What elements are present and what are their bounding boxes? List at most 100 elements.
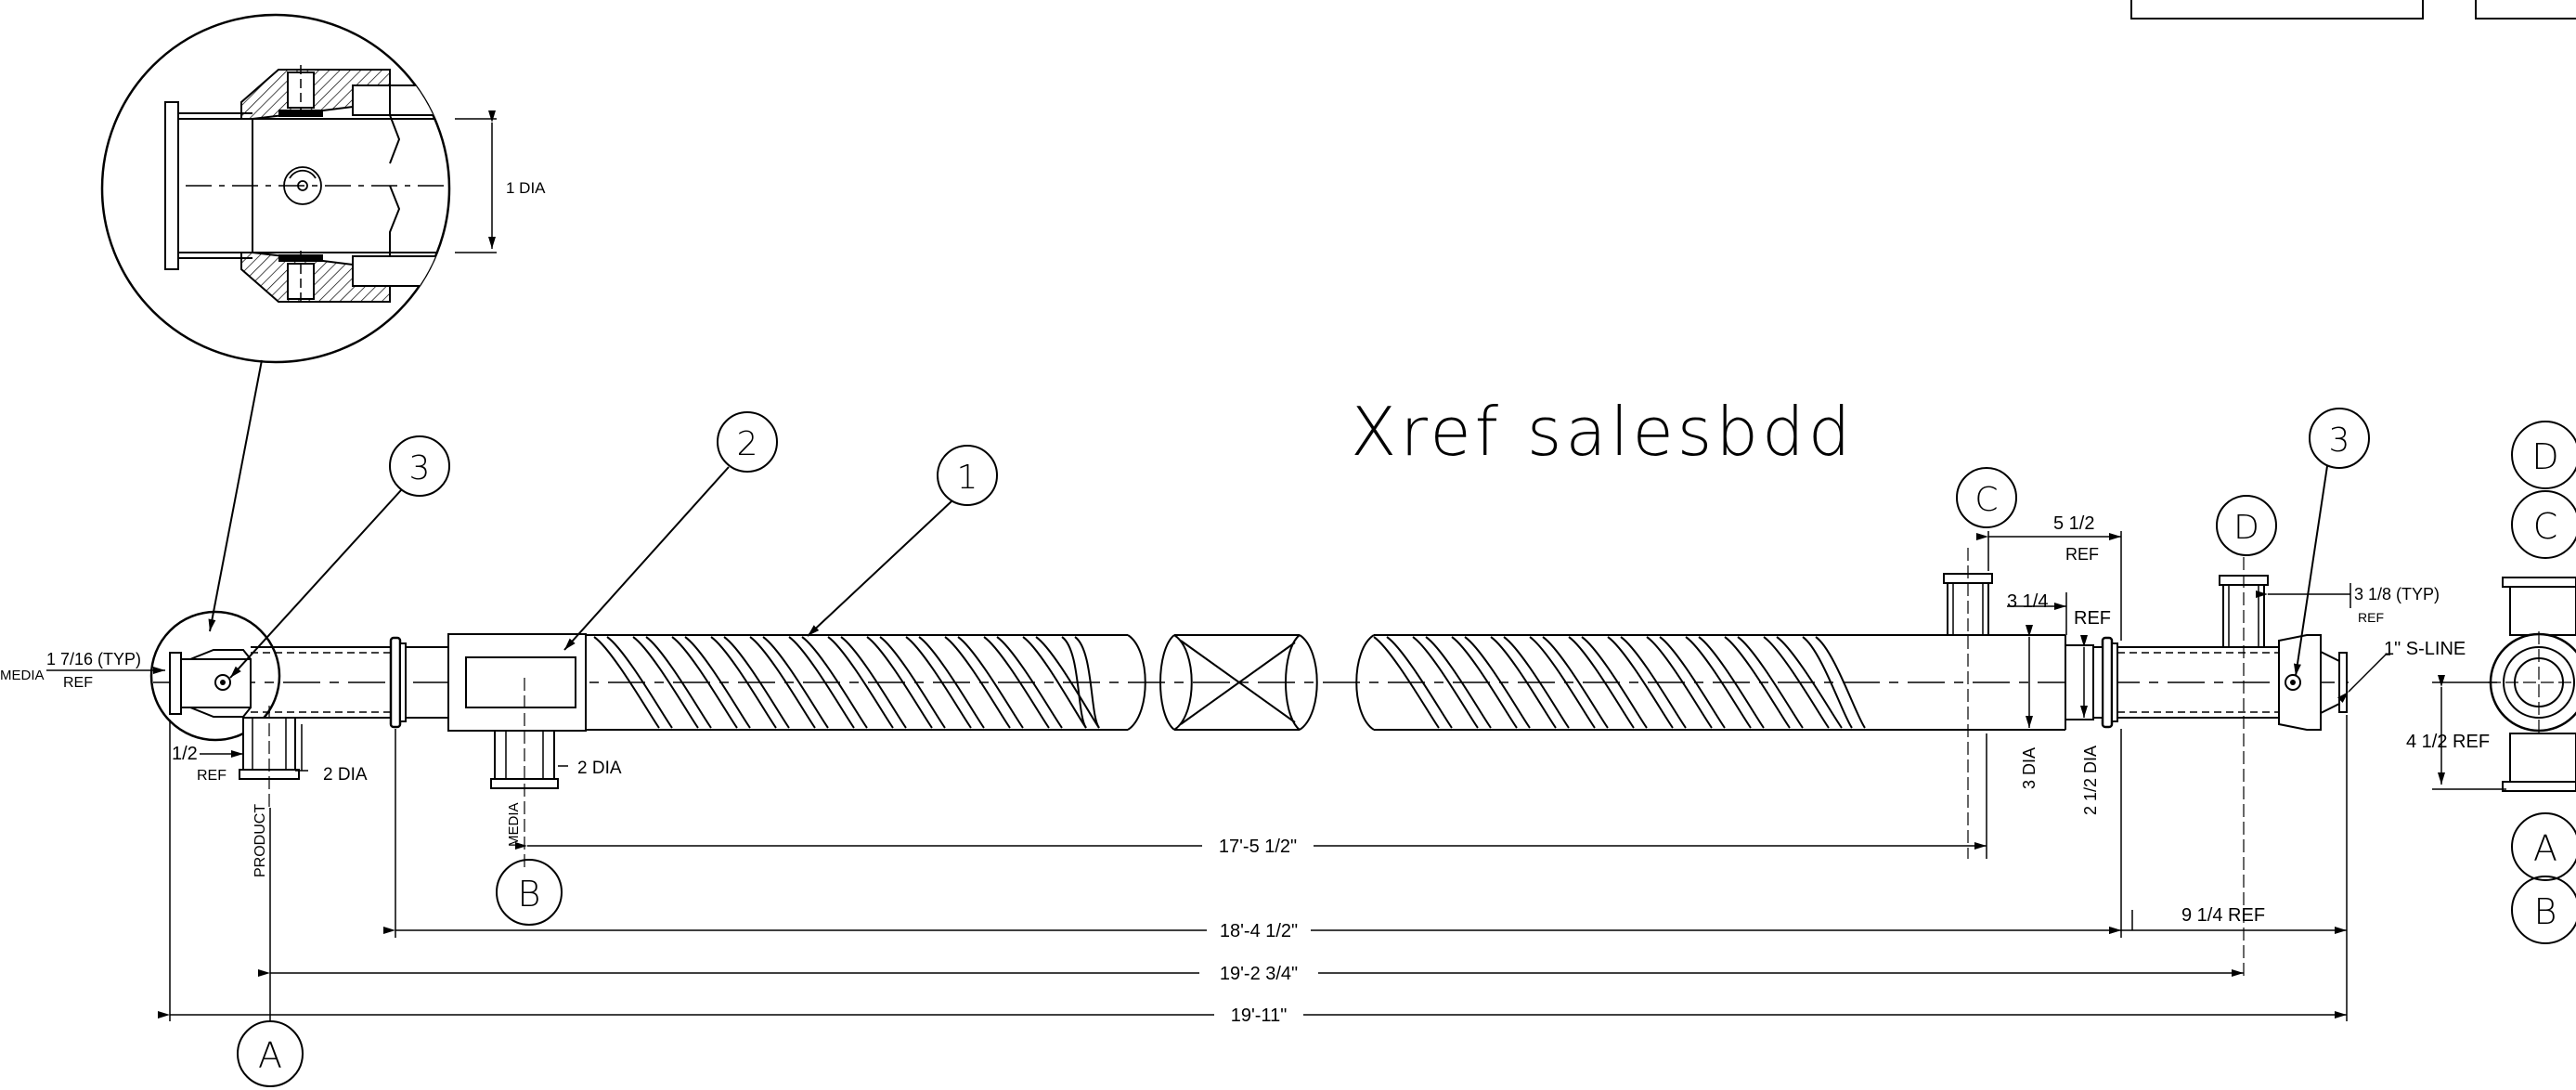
balloon-2: 2: [563, 411, 778, 651]
hose-spiral-wrap: [1802, 636, 1853, 729]
svg-text:1: 1: [957, 459, 978, 497]
hose-spiral-wrap: [801, 636, 868, 729]
hose-spiral-wrap: [905, 636, 972, 729]
detail-circle: [100, 13, 451, 364]
dim-9-1-4-ref: 9 1/4 REF: [2181, 905, 2265, 926]
hose-spiral-wrap: [1607, 636, 1674, 729]
hose-spiral-wrap: [632, 636, 699, 729]
hose-spiral-wrap: [710, 636, 777, 729]
hose-spiral-wrap: [749, 636, 816, 729]
annotations: MEDIA 1 7/16 (TYP) REF 1/2 REF 2 DIA PRO…: [0, 513, 2506, 877]
hose-spiral-wrap: [879, 636, 946, 729]
hose-spiral-wrap: [606, 636, 673, 729]
hose-spiral-wrap: [840, 636, 907, 729]
dim-18-4: 18'-4 1/2": [1220, 921, 1298, 941]
hose-spiral-wrap: [1061, 636, 1087, 729]
hose-spiral-wrap: [593, 636, 660, 729]
balloon-end-b: B: [2511, 876, 2576, 944]
dim-5-1-2-ref: REF: [2065, 545, 2099, 564]
hose-spiral-wrap: [1490, 636, 1557, 729]
dim-17-5: 17'-5 1/2": [1219, 837, 1297, 857]
hose-spiral-wrap: [1763, 636, 1830, 729]
hose-spiral-wrap: [1685, 636, 1752, 729]
dim-19-11: 19'-11": [1231, 1006, 1288, 1026]
dim-2-dia-left: 2 DIA: [323, 765, 368, 785]
hose-left: [586, 634, 1146, 731]
svg-text:2: 2: [737, 425, 758, 463]
hose-spiral-wrap: [1659, 636, 1726, 729]
hose-spiral-wrap: [1620, 636, 1687, 729]
svg-text:3: 3: [2329, 422, 2350, 460]
balloon-a-bottom: A: [237, 1020, 304, 1087]
dim-2-1-2-dia: 2 1/2 DIA: [2081, 746, 2100, 815]
balloon-3-left: 3: [229, 435, 450, 679]
dim-1-7-16-ref: REF: [63, 675, 93, 691]
hose-break: [1159, 634, 1318, 731]
hose-spiral-wrap: [1412, 636, 1479, 729]
svg-text:C: C: [2533, 506, 2558, 547]
hose-spiral-wrap: [1542, 636, 1609, 729]
balloon-d-top: D: [2216, 495, 2277, 556]
hose-spiral-wrap: [723, 636, 790, 729]
hose-spiral-wrap: [645, 636, 712, 729]
hose-right: [1355, 634, 1894, 731]
hose-spiral-wrap: [1035, 636, 1100, 729]
dim-3-dia: 3 DIA: [2020, 747, 2039, 789]
hose-spiral-wrap: [1698, 636, 1765, 729]
hose-spiral-wrap: [1724, 636, 1791, 729]
label-product: PRODUCT: [252, 804, 268, 877]
dimension-lines: 17'-5 1/2" 18'-4 1/2" 9 1/4 REF 19'-2 3/…: [158, 715, 2348, 1026]
hose-spiral-wrap: [918, 636, 985, 729]
hose-spiral-wrap: [957, 636, 1024, 729]
right-body: [1894, 548, 2348, 980]
dim-1-2: 1/2: [172, 744, 198, 764]
xref-title: Xref salesbdd: [1351, 393, 1854, 471]
balloon-c-top: C: [1956, 467, 2017, 528]
hose-spiral-wrap: [983, 636, 1050, 729]
hose-spiral-wrap: [944, 636, 1011, 729]
hose-spiral-wrap: [1737, 636, 1804, 729]
hose-spiral-wrap: [1776, 636, 1843, 729]
end-view: [2488, 577, 2576, 792]
hose-spiral-wrap: [866, 636, 933, 729]
hose-spiral-wrap: [827, 636, 894, 729]
hose-spiral-wrap: [671, 636, 738, 729]
dim-1-dia: 1 DIA: [506, 179, 546, 197]
label-media-left: MEDIA: [0, 668, 45, 683]
svg-text:A: A: [2533, 828, 2557, 869]
balloon-3-right: 3: [2293, 408, 2370, 677]
svg-text:C: C: [1974, 481, 1998, 519]
dim-3-1-8: 3 1/8 (TYP): [2354, 585, 2440, 603]
dim-s-line: 1" S-LINE: [2384, 639, 2466, 659]
hose-spiral-wrap: [1646, 636, 1713, 729]
hose-spiral-wrap: [1568, 636, 1635, 729]
hose-spiral-wrap: [996, 636, 1063, 729]
dim-5-1-2: 5 1/2: [2053, 513, 2094, 534]
dim-19-2: 19'-2 3/4": [1220, 964, 1298, 984]
hose-spiral-wrap: [1074, 636, 1100, 729]
balloon-end-d: D: [2511, 421, 2576, 489]
balloon-b-bottom: B: [496, 859, 563, 926]
hose-spiral-wrap: [1451, 636, 1518, 729]
dim-2-dia-mid: 2 DIA: [577, 759, 622, 778]
balloon-1: 1: [807, 445, 998, 637]
svg-text:D: D: [2233, 509, 2259, 547]
dim-3-1-4-ref: REF: [2074, 608, 2111, 629]
hose-spiral-wrap: [1022, 636, 1087, 729]
dim-1-7-16: 1 7/16 (TYP): [46, 650, 141, 668]
svg-text:A: A: [258, 1035, 282, 1076]
dim-1-2-ref: REF: [197, 768, 227, 784]
hose-spiral-wrap: [1464, 636, 1531, 729]
dim-3-1-8-ref: REF: [2358, 610, 2384, 625]
hose-spiral-wrap: [1373, 636, 1440, 729]
detail-view: 1 DIA: [100, 13, 546, 364]
label-media-b: MEDIA: [506, 802, 522, 847]
hose-spiral-wrap: [1529, 636, 1596, 729]
hose-spiral-wrap: [1386, 636, 1453, 729]
hose-spiral-wrap: [788, 636, 855, 729]
balloon-end-c: C: [2511, 490, 2576, 559]
svg-text:B: B: [518, 874, 541, 915]
svg-text:B: B: [2534, 891, 2557, 932]
